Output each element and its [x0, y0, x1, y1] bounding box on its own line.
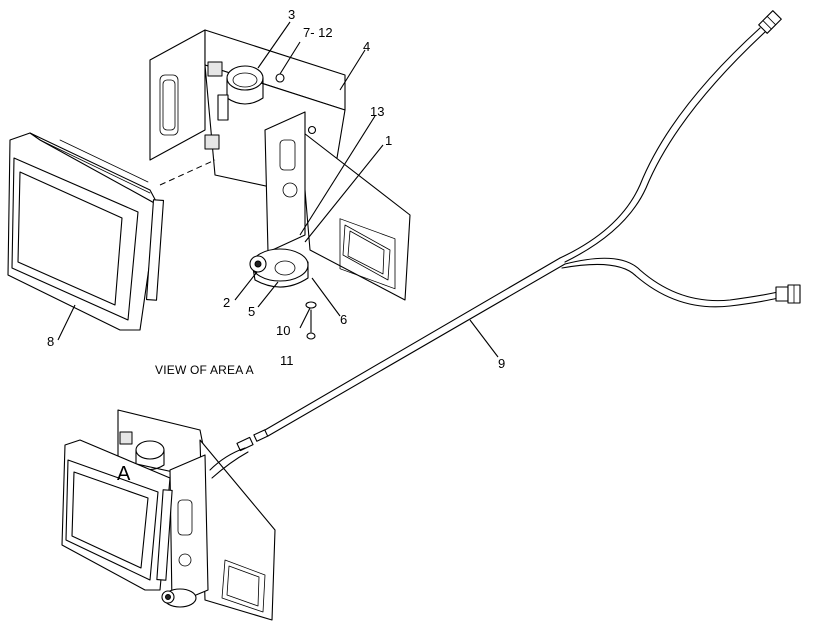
callout-11: 11 [280, 353, 294, 368]
callout-1: 1 [385, 133, 393, 148]
callout-4: 4 [363, 39, 371, 54]
full-assembly [61, 409, 276, 621]
callout-13: 13 [370, 104, 385, 119]
callout-10: 10 [276, 323, 291, 338]
detail-display-monitor [7, 132, 165, 331]
callout-5: 5 [248, 304, 256, 319]
callout-3: 3 [288, 7, 296, 22]
callout-8: 8 [47, 334, 55, 349]
area-marker: A [117, 463, 131, 485]
cable-harness [264, 10, 801, 437]
leader-lines [57, 21, 499, 358]
detail-bracket-assembly [149, 29, 411, 340]
callout-2: 2 [223, 295, 231, 310]
callout-9: 9 [498, 356, 506, 371]
view-of-area-label: VIEW OF AREA A [155, 363, 254, 377]
callout-7-12: 7- 12 [303, 25, 333, 40]
callout-6: 6 [340, 312, 348, 327]
